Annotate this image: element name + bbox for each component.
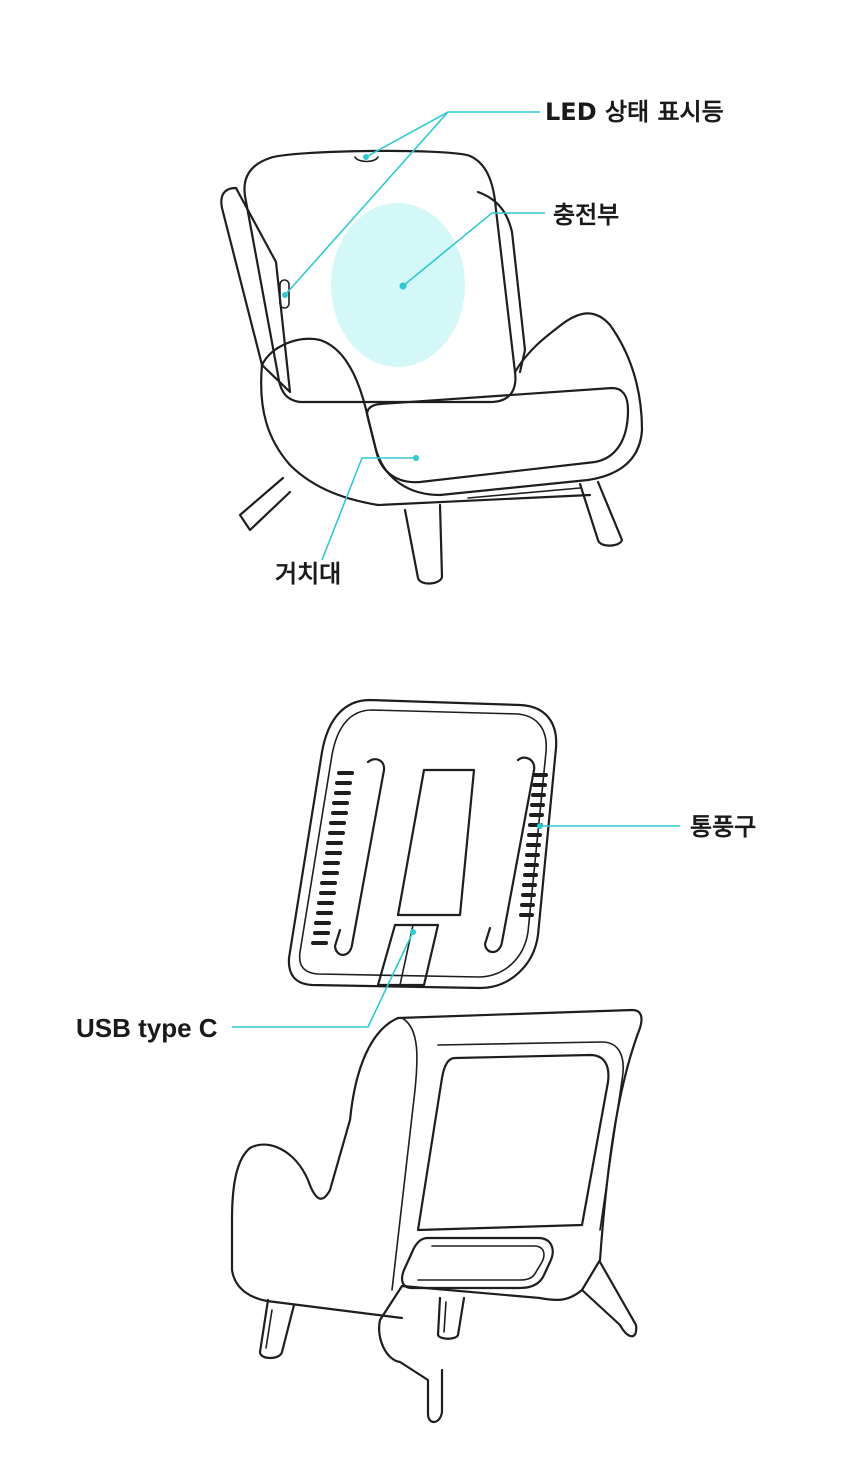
front-leg-right [578,480,624,547]
back-view-pad [287,698,558,990]
stand-left-arm [230,1016,404,1320]
vent-label: 통풍구 [690,813,757,841]
led-slot-side [279,279,290,309]
stand-back-panel-rim [437,1041,624,1231]
stand-leg-back-left [436,1296,466,1340]
stand-cable-slot [401,1236,554,1290]
stand-leg-back-left-inner [443,1301,447,1333]
stand-cable-slot-inner [417,1245,545,1281]
stand-back-panel [416,1053,610,1232]
front-right-side-frame [476,190,527,374]
pad-inner-rim [298,709,547,978]
led-indicator-label: LED 상태 표시등 [545,98,724,126]
charging-leader [402,212,545,287]
usb-port-slot [376,923,440,987]
vent-slots-right [519,773,548,917]
led-dot-side [282,292,288,298]
usb-dot [410,929,416,935]
led-leader-side [284,111,449,296]
charging-zone [331,203,465,367]
charging-dot [399,282,407,290]
back-view-stand [230,1008,643,1424]
pad-right-rail [483,756,536,954]
stand-dot [413,455,419,461]
pad-center-window [396,768,476,917]
led-dot-top [363,154,369,160]
pad-outer-shell [287,698,558,990]
stand-leader [321,457,416,561]
usb-type-c-label: USB type C [76,1013,218,1043]
pad-left-rail [333,758,386,956]
vent-dot [537,823,543,829]
back-leader-lines [232,823,680,1028]
stand-outer-frame [378,1008,643,1424]
vent-slots-left [311,771,354,945]
stand-inner-left-edge [391,1017,418,1291]
front-view-chair [220,149,644,585]
usb-leader [232,931,414,1028]
stand-label: 거치대 [275,560,342,588]
front-leg-left [403,503,444,585]
stand-leg-right [580,1260,638,1338]
chair-arms [260,312,644,497]
charging-pad-body [243,149,517,404]
seat-cushion [366,386,630,484]
led-notch-top [354,156,379,163]
front-leader-lines [282,111,545,561]
stand-leg-front-left-inner [265,1309,273,1349]
front-seat-bottom-line [467,487,581,499]
stand-leg-front-left [258,1298,296,1360]
chair-shell-base [260,363,592,507]
front-leg-left-back [238,476,292,532]
charging-area-label: 충전부 [553,201,620,229]
